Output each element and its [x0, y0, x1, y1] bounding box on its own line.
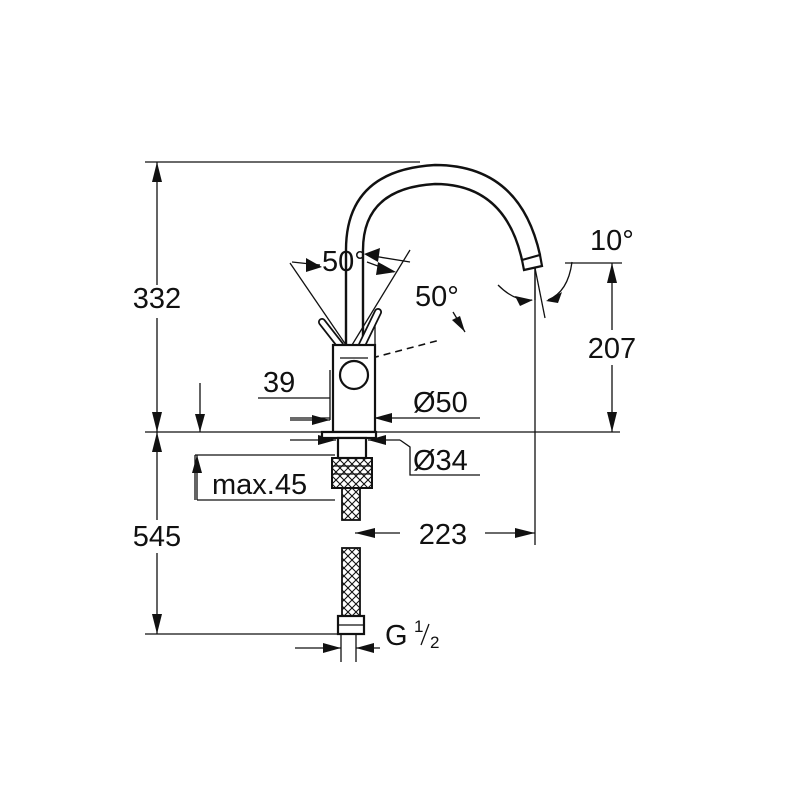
lever-angle-indicators: 50° 50° [289, 246, 466, 346]
supply-hose-lower [341, 547, 361, 617]
counter-thickness-arrows: max.45 [192, 383, 335, 501]
spout-reach-label: 223 [419, 519, 467, 551]
dimension-total-height: 332 [133, 162, 181, 432]
spout-angle-indicator: 10° [497, 225, 634, 319]
dimension-below-counter: 545 [133, 432, 181, 634]
total-height-label: 332 [133, 283, 181, 315]
dimension-spout-reach: 223 [355, 519, 535, 551]
thread-denominator: 2 [430, 633, 439, 652]
mount-diameter-label: Ø34 [413, 445, 468, 477]
spout [344, 163, 542, 345]
faucet [318, 163, 544, 636]
extension-lines [145, 161, 622, 635]
spout-angle-label: 10° [590, 225, 634, 257]
below-counter-label: 545 [133, 521, 181, 553]
supply-hose-upper [341, 487, 361, 521]
spout-height-label: 207 [588, 333, 636, 365]
mount-shank [331, 457, 373, 489]
body-diameter-label: Ø50 [413, 387, 468, 419]
lever-angle-right-label: 50° [415, 281, 459, 313]
max-thickness-label: max.45 [212, 469, 307, 501]
dimension-thread: G 1 2 [295, 617, 439, 662]
dimension-body-diameter: Ø50 [290, 387, 480, 423]
thread-prefix: G [385, 620, 408, 652]
dimension-spout-height: 207 [588, 263, 636, 432]
lever-offset-label: 39 [263, 367, 295, 399]
dimension-mount-diameter: Ø34 [290, 435, 480, 477]
lever-hub [338, 359, 370, 391]
lever-angle-left-label: 50° [322, 246, 366, 278]
thread-numerator: 1 [414, 617, 423, 636]
